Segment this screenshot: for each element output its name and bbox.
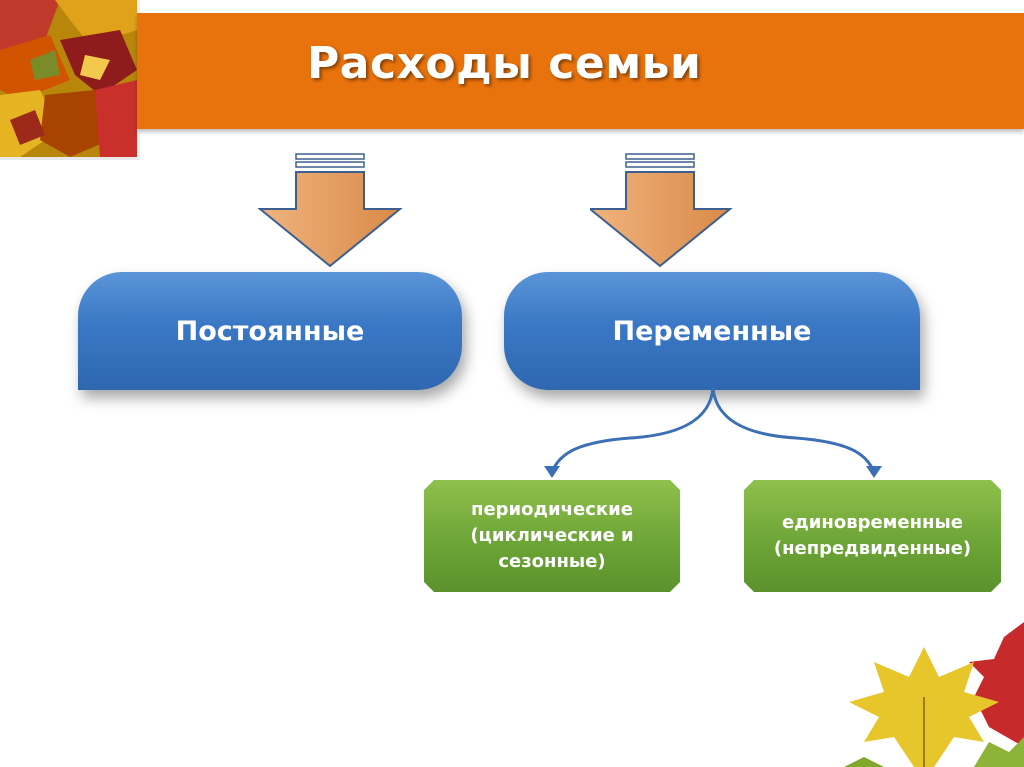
autumn-leaves-image: [0, 0, 140, 160]
branch-connector: [544, 387, 882, 478]
fixed-expenses-box: Постоянные: [78, 272, 462, 390]
subcategory-line: единовременные: [782, 512, 963, 533]
subcategory-line: периодические: [471, 499, 633, 520]
maple-leaves-decoration: [844, 622, 1024, 767]
down-arrow-icon: [258, 153, 403, 268]
subcategory-line: (циклические и: [470, 525, 634, 546]
title-bar: [137, 13, 1024, 129]
subcategory-line: (непредвиденные): [773, 538, 972, 559]
one-time-expenses-box: единовременные (непредвиденные): [744, 480, 1001, 592]
page-title: Расходы семьи: [307, 38, 702, 89]
down-arrow-icon: [590, 153, 733, 268]
category-label: Постоянные: [175, 315, 365, 347]
variable-expenses-box: Переменные: [504, 272, 920, 390]
subcategory-line: сезонные): [498, 551, 606, 572]
periodic-expenses-box: периодические (циклические и сезонные): [424, 480, 680, 592]
category-label: Переменные: [612, 315, 812, 347]
